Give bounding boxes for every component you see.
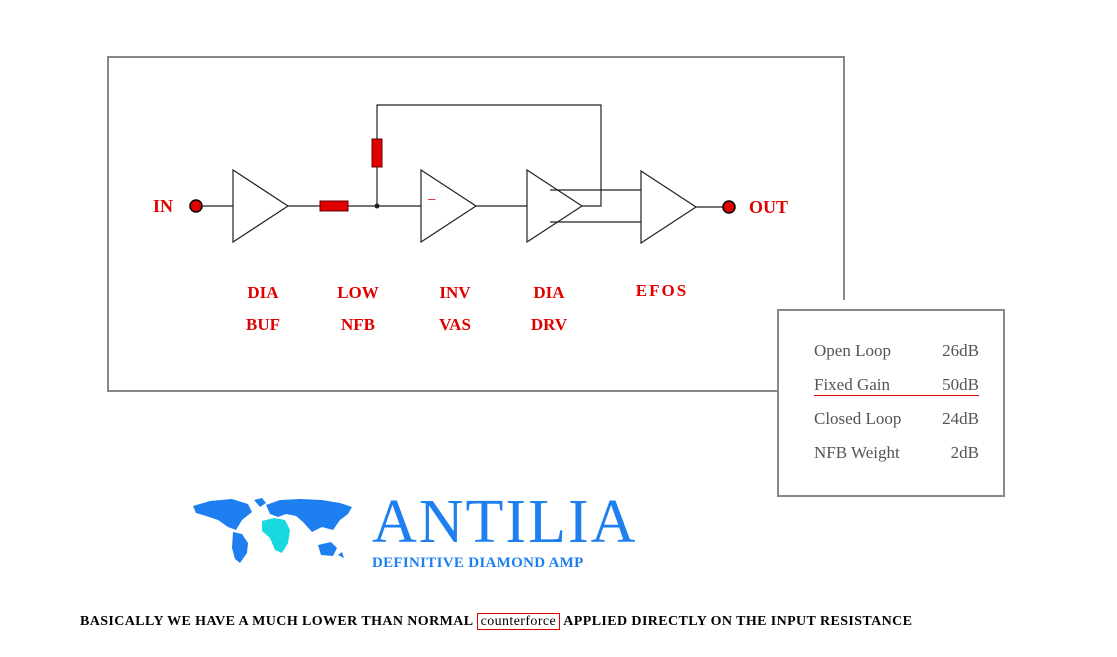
stage-label-dia-drv: DIA DRV — [509, 277, 589, 341]
gain-row-open-loop: Open Loop 26dB — [814, 341, 979, 361]
gain-label: Closed Loop — [814, 409, 902, 428]
stage-label-line2: NFB — [341, 315, 375, 334]
output-terminal — [722, 200, 736, 214]
diagram-frame — [107, 56, 845, 392]
input-label: IN — [153, 196, 174, 216]
gain-value: 50dB — [942, 375, 979, 394]
buffer-amp-symbol — [232, 168, 290, 244]
gain-row-closed-loop: Closed Loop 24dB — [814, 409, 979, 429]
footer-caption: BASICALLY WE HAVE A MUCH LOWER THAN NORM… — [80, 613, 913, 630]
driver-amp-symbol — [526, 168, 584, 244]
feedback-resistor — [371, 138, 383, 168]
stage-label-line1: EFOS — [635, 281, 689, 300]
gain-row-fixed-gain: Fixed Gain 50dB — [814, 375, 979, 396]
footer-text-after: APPLIED DIRECTLY ON THE INPUT RESISTANCE — [563, 614, 913, 629]
gain-value: 2dB — [950, 443, 979, 462]
output-stage-amp-symbol — [640, 169, 698, 245]
stage-label-line1: LOW — [337, 283, 379, 302]
inverting-mark: − — [427, 192, 437, 209]
world-map-icon — [193, 498, 352, 563]
stage-label-inv-vas: INV VAS — [415, 277, 495, 341]
stage-label-line2: VAS — [439, 315, 471, 334]
gain-label: Fixed Gain — [814, 375, 891, 394]
stage-label-efos: EFOS — [622, 275, 702, 307]
input-resistor — [319, 200, 349, 212]
gain-value: 26dB — [942, 341, 979, 360]
gain-row-nfb-weight: NFB Weight 2dB — [814, 443, 979, 463]
footer-boxed-word: counterforce — [476, 613, 561, 630]
gain-value: 24dB — [942, 409, 979, 428]
stage-label-line1: DIA — [247, 283, 279, 302]
stage-label-line1: DIA — [533, 283, 565, 302]
brand-tagline: DEFINITIVE DIAMOND AMP — [372, 555, 584, 571]
output-label: OUT — [749, 197, 789, 217]
gain-table-panel: Open Loop 26dB Fixed Gain 50dB Closed Lo… — [777, 309, 1005, 497]
footer-text-before: BASICALLY WE HAVE A MUCH LOWER THAN NORM… — [80, 614, 473, 629]
stage-label-line2: BUF — [246, 315, 280, 334]
stage-label-line1: INV — [439, 283, 471, 302]
gain-label: Open Loop — [814, 341, 891, 360]
input-terminal — [189, 199, 203, 213]
stage-label-dia-buf: DIA BUF — [223, 277, 303, 341]
gain-label: NFB Weight — [814, 443, 900, 462]
stage-label-line2: DRV — [530, 315, 568, 334]
stage-label-low-nfb: LOW NFB — [318, 277, 398, 341]
vas-amp-symbol — [420, 168, 478, 244]
brand-name: ANTILIA — [372, 488, 638, 556]
